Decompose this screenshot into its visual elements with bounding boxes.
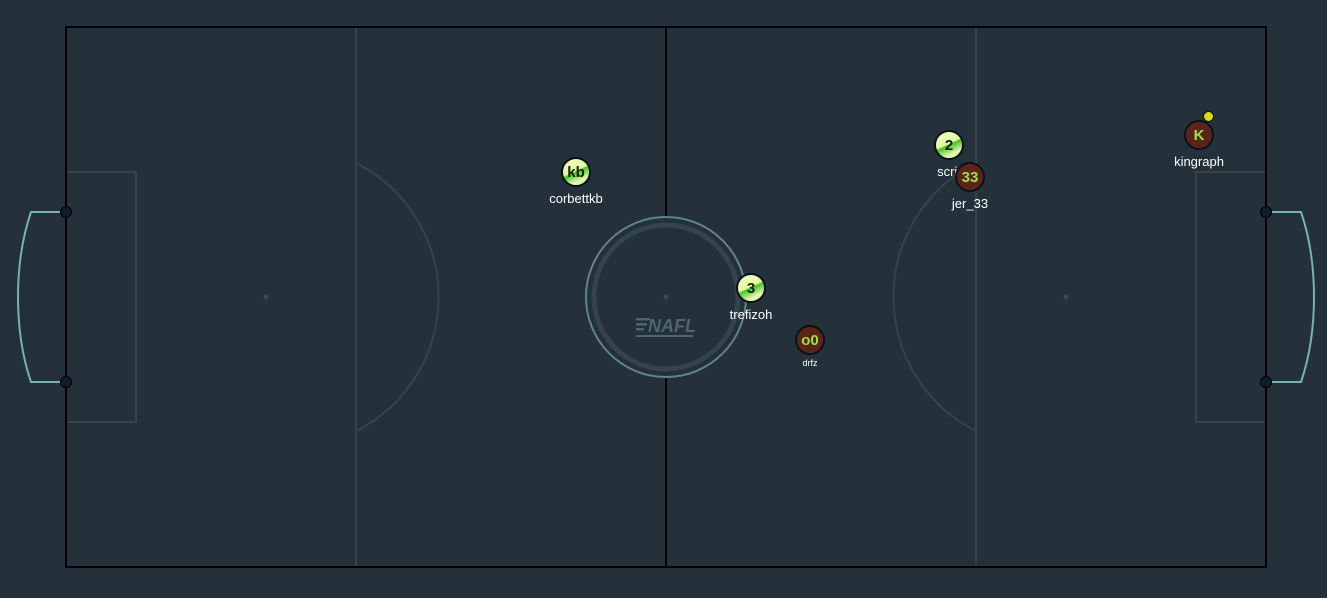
player-disc: o0 [795,325,825,355]
player-number: 2 [944,136,954,154]
right-arc [892,162,977,432]
player-disc: 3 [736,273,766,303]
nafl-logo: NAFL [636,316,696,337]
player-number: o0 [801,331,819,349]
possession-indicator [1203,111,1214,122]
left-arc [355,162,440,432]
player-disc: kb [561,157,591,187]
player-number: 33 [961,168,979,186]
player-number: K [1193,126,1205,144]
player-number: kb [567,163,585,181]
left-goal-post-bottom [60,376,72,388]
player-name: trefizoh [729,307,773,322]
logo-text: NAFL [648,316,696,336]
player-disc: K [1184,120,1214,150]
left-spot [263,294,269,300]
left-goal-post-top [60,206,72,218]
right-goal [1266,211,1316,383]
right-goal-post-top [1260,206,1272,218]
left-goal [16,211,66,383]
player-name: drfz [802,358,818,368]
player-name: kingraph [1174,154,1224,169]
player-name: scrit [937,164,961,179]
player-disc: 33 [955,162,985,192]
right-penalty-box [1195,171,1266,423]
left-penalty-box [66,171,137,423]
player-name: corbettkb [549,191,603,206]
player-disc: 2 [934,130,964,160]
center-spot [663,294,669,300]
player-number: 3 [746,279,756,297]
right-goal-post-bottom [1260,376,1272,388]
right-spot [1063,294,1069,300]
player-name: jer_33 [951,196,989,211]
